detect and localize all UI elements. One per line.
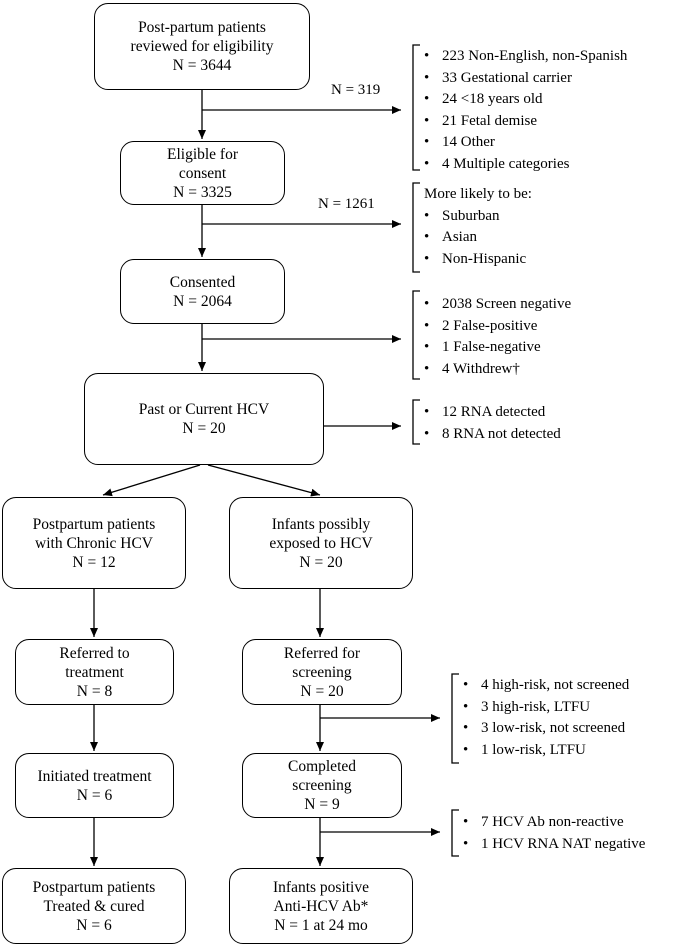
box-past-or-current-hcv: Past or Current HCV N = 20 xyxy=(84,373,324,465)
note-item: 1 low-risk, LTFU xyxy=(459,740,629,762)
note-item: 4 Withdrew† xyxy=(420,359,571,381)
bracket-rna xyxy=(412,399,420,445)
note-item: 1 False-negative xyxy=(420,337,571,359)
box-line: N = 9 xyxy=(304,796,340,813)
box-line: N = 2064 xyxy=(173,292,232,310)
box-line: Infants possibly xyxy=(271,515,371,533)
box-line: Eligible for xyxy=(166,145,239,163)
box-line: Initiated treatment xyxy=(37,767,152,785)
box-line: Treated & cured xyxy=(43,897,145,915)
box-line: Postpartum patients xyxy=(32,515,156,533)
box-line: Post-partum patients xyxy=(138,19,266,36)
note-item: 4 Multiple categories xyxy=(420,154,627,176)
note-rna-status: 12 RNA detected 8 RNA not detected xyxy=(420,402,561,445)
box-line: N = 20 xyxy=(300,682,344,700)
note-item: 3 high-risk, LTFU xyxy=(459,697,629,719)
box-line: N = 1 at 24 mo xyxy=(274,916,368,934)
bracket-not-consented xyxy=(412,182,420,273)
note-not-consented: More likely to be: Suburban Asian Non-Hi… xyxy=(424,184,532,270)
note-item: 3 low-risk, not screened xyxy=(459,718,629,740)
note-screen-negative: 7 HCV Ab non-reactive 1 HCV RNA NAT nega… xyxy=(459,812,645,855)
box-treated-and-cured: Postpartum patients Treated & cured N = … xyxy=(2,868,186,944)
note-item: Non-Hispanic xyxy=(420,249,532,271)
box-line: with Chronic HCV xyxy=(35,534,153,552)
note-item: 24 <18 years old xyxy=(420,89,627,111)
excluded-count-319: N = 319 xyxy=(331,82,381,98)
box-line: Completed xyxy=(287,758,357,775)
box-line: Postpartum patients xyxy=(32,878,156,896)
box-line: Consented xyxy=(169,273,236,291)
note-heading: More likely to be: xyxy=(424,186,532,202)
note-item: 33 Gestational carrier xyxy=(420,68,627,90)
note-ineligible-reasons: 223 Non-English, non-Spanish 33 Gestatio… xyxy=(420,46,627,175)
note-item: 2 False-positive xyxy=(420,316,571,338)
note-item: 4 high-risk, not screened xyxy=(459,675,629,697)
box-line: screening xyxy=(292,663,352,681)
excluded-count-1261: N = 1261 xyxy=(318,196,375,212)
arrow-hcv-to-infants xyxy=(207,464,321,497)
box-eligible-for-consent: Eligible for consent N = 3325 xyxy=(120,141,285,205)
note-item: 21 Fetal demise xyxy=(420,111,627,133)
box-completed-screening: Completed screening N = 9 xyxy=(242,753,402,818)
box-consented: Consented N = 2064 xyxy=(120,259,285,324)
box-reviewed-for-eligibility: Post-partum patients reviewed for eligib… xyxy=(94,3,310,90)
box-line: N = 3325 xyxy=(173,183,232,201)
note-item: 223 Non-English, non-Spanish xyxy=(420,46,627,68)
note-item: 8 RNA not detected xyxy=(420,424,561,446)
bracket-screen-results xyxy=(412,290,420,380)
note-not-screened: 4 high-risk, not screened 3 high-risk, L… xyxy=(459,675,629,761)
box-line: Infants positive xyxy=(273,878,369,896)
box-line: N = 8 xyxy=(76,682,113,700)
box-chronic-hcv: Postpartum patients with Chronic HCV N =… xyxy=(2,497,186,589)
box-line: N = 6 xyxy=(76,786,113,804)
bracket-not-screened xyxy=(451,673,459,764)
box-line: treatment xyxy=(65,663,124,681)
note-item: 2038 Screen negative xyxy=(420,294,571,316)
note-item: 12 RNA detected xyxy=(420,402,561,424)
box-line: exposed to HCV xyxy=(269,534,373,552)
note-screen-results: 2038 Screen negative 2 False-positive 1 … xyxy=(420,294,571,380)
note-item: 7 HCV Ab non-reactive xyxy=(459,812,645,834)
note-item: 1 HCV RNA NAT negative xyxy=(459,834,645,856)
box-referred-to-treatment: Referred to treatment N = 8 xyxy=(15,639,174,705)
box-line: screening xyxy=(292,777,352,794)
note-item: Suburban xyxy=(420,206,532,228)
box-line: N = 3644 xyxy=(172,57,232,74)
box-line: Referred to xyxy=(59,644,130,662)
box-infants-positive: Infants positive Anti-HCV Ab* N = 1 at 2… xyxy=(229,868,413,944)
bracket-screen-neg xyxy=(451,809,459,857)
box-line: N = 20 xyxy=(299,553,343,571)
box-line: Past or Current HCV xyxy=(138,401,270,418)
box-initiated-treatment: Initiated treatment N = 6 xyxy=(15,753,174,818)
bracket-ineligible xyxy=(412,44,420,171)
box-line: Anti-HCV Ab* xyxy=(273,897,369,915)
box-line: N = 12 xyxy=(72,553,116,571)
note-item: Asian xyxy=(420,227,532,249)
box-line: N = 6 xyxy=(76,916,112,934)
note-item: 14 Other xyxy=(420,132,627,154)
box-line: Referred for xyxy=(283,644,361,662)
box-line: consent xyxy=(178,164,227,182)
box-line: reviewed for eligibility xyxy=(130,38,274,55)
box-line: N = 20 xyxy=(182,420,226,437)
arrow-hcv-to-chronic xyxy=(102,464,201,497)
box-referred-for-screening: Referred for screening N = 20 xyxy=(242,639,402,705)
box-infants-exposed: Infants possibly exposed to HCV N = 20 xyxy=(229,497,413,589)
